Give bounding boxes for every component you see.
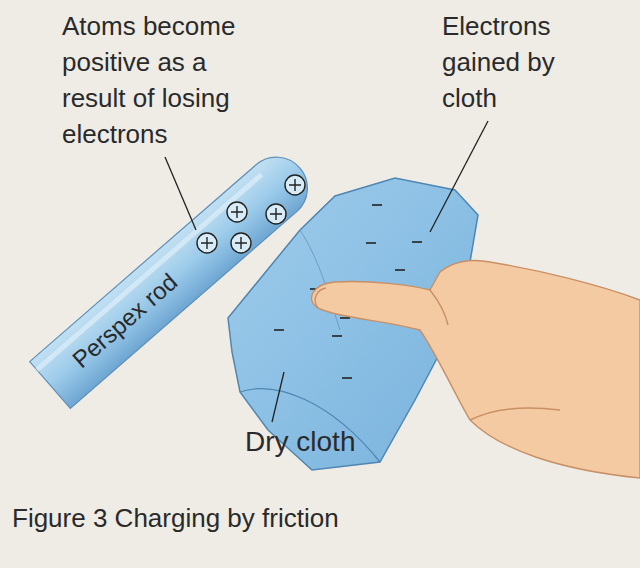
- callout-label: Electrons gained by cloth: [442, 8, 570, 116]
- hand: [312, 260, 640, 478]
- leader-line: [165, 157, 196, 230]
- positive-charges: [197, 175, 305, 253]
- figure-caption: Figure 3 Charging by friction: [12, 502, 339, 534]
- leader-line: [272, 372, 284, 422]
- part-label: Dry cloth: [245, 425, 355, 459]
- leader-line: [430, 121, 488, 232]
- callout-label: Atoms become positive as a result of los…: [62, 8, 267, 152]
